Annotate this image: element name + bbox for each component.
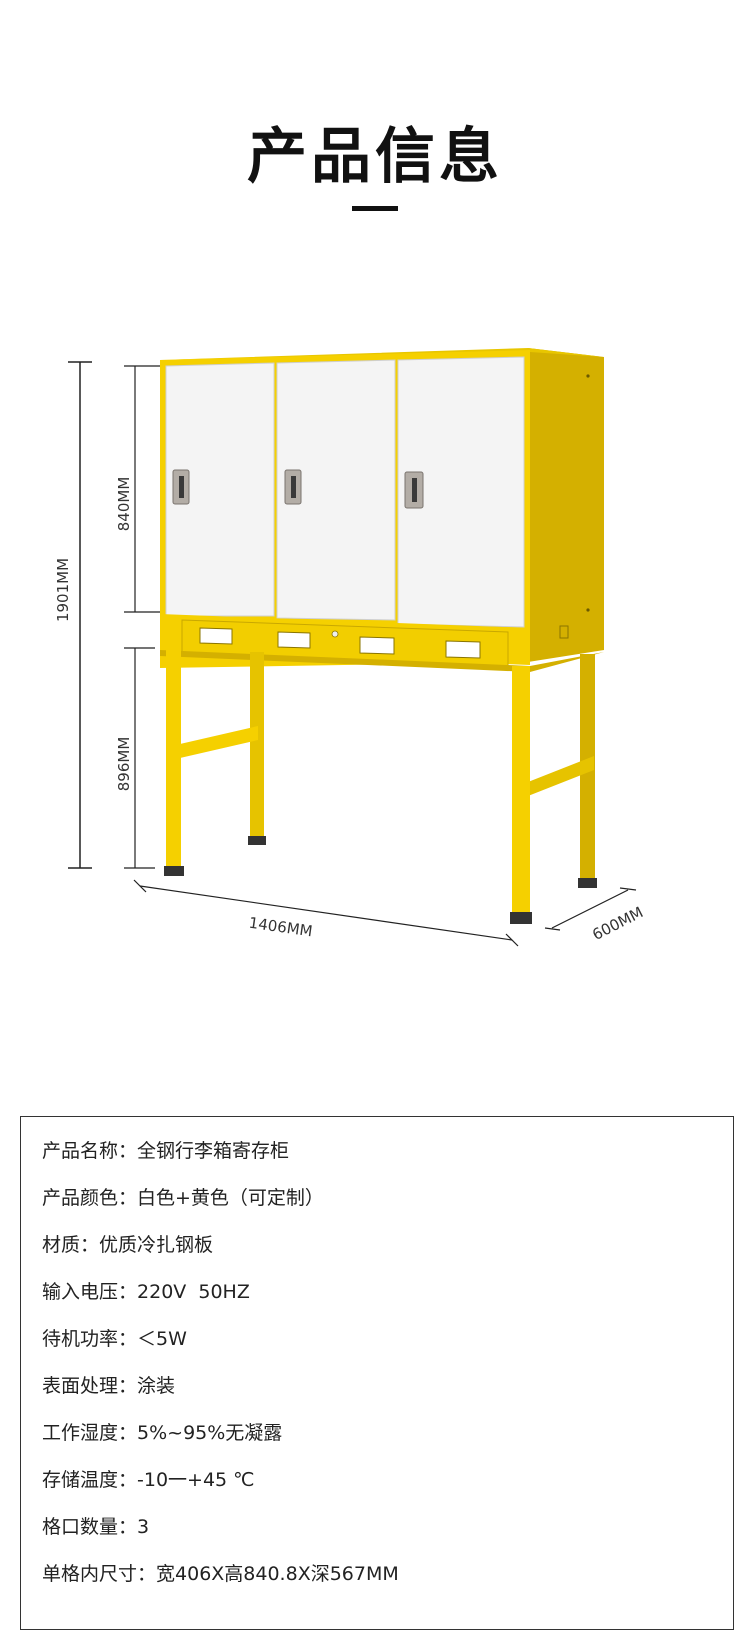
spec-label: 表面处理：: [42, 1375, 138, 1397]
spec-row: 表面处理：涂装: [42, 1371, 175, 1401]
spec-label: 产品名称：: [42, 1140, 138, 1162]
spec-label: 产品颜色：: [42, 1187, 138, 1209]
handle-1: [172, 469, 190, 505]
spec-value: 涂装: [137, 1375, 176, 1397]
dim-stand-height-label: 896MM: [115, 737, 133, 792]
spec-row: 材质：优质冷扎钢板: [42, 1230, 213, 1260]
spec-label: 输入电压：: [42, 1281, 138, 1303]
title-underline: [352, 206, 398, 211]
door-2: [276, 359, 396, 621]
foot: [510, 912, 532, 924]
dim-cabinet-height: 840MM: [115, 365, 160, 613]
dim-total-height-label: 1901MM: [54, 558, 72, 622]
spec-value: 5%~95%无凝露: [137, 1422, 283, 1444]
product-figure: 1901MM 840MM 896MM: [0, 330, 750, 990]
spec-box: 产品名称：全钢行李箱寄存柜 产品颜色：白色+黄色（可定制） 材质：优质冷扎钢板 …: [20, 1116, 734, 1630]
spec-label: 材质：: [42, 1234, 100, 1256]
spec-value: 220V 50HZ: [137, 1281, 250, 1303]
dim-stand-height: 896MM: [115, 647, 155, 869]
door-3: [397, 356, 525, 628]
spec-value: 白色+黄色（可定制）: [137, 1187, 324, 1209]
cabinet-illustration: 1901MM 840MM 896MM: [54, 348, 646, 947]
leg-back-left: [250, 652, 264, 838]
dim-width-label: 1406MM: [248, 914, 314, 941]
spec-value: 宽406X高840.8X深567MM: [156, 1563, 399, 1585]
spec-row: 产品名称：全钢行李箱寄存柜: [42, 1136, 289, 1166]
lock-icon: [331, 630, 339, 638]
spec-row: 存储温度：-10一+45 ℃: [42, 1465, 255, 1495]
spec-label: 工作湿度：: [42, 1422, 138, 1444]
cabinet-side-panel: [528, 348, 604, 662]
dim-depth-label: 600MM: [589, 903, 646, 944]
spec-row: 工作湿度：5%~95%无凝露: [42, 1418, 282, 1448]
spec-row: 产品颜色：白色+黄色（可定制）: [42, 1183, 324, 1213]
spec-value: -10一+45 ℃: [137, 1469, 255, 1491]
dim-width: 1406MM: [133, 879, 519, 947]
spec-label: 格口数量：: [42, 1516, 138, 1538]
dim-cabinet-height-label: 840MM: [115, 477, 133, 532]
handle-3: [404, 471, 424, 509]
spec-row: 输入电压：220V 50HZ: [42, 1277, 250, 1307]
spec-label: 存储温度：: [42, 1469, 138, 1491]
handle-2: [284, 469, 302, 505]
foot: [578, 878, 597, 888]
leg-front-left: [166, 650, 181, 868]
page-title: 产品信息: [247, 122, 503, 192]
cabinet: [160, 348, 604, 672]
spec-row: 格口数量：3: [42, 1512, 149, 1542]
spec-row: 单格内尺寸：宽406X高840.8X深567MM: [42, 1559, 399, 1589]
foot: [164, 866, 184, 876]
spec-label: 单格内尺寸：: [42, 1563, 157, 1585]
spec-value: 全钢行李箱寄存柜: [137, 1140, 290, 1162]
leg-front-right: [512, 666, 530, 914]
dim-total-height: 1901MM: [54, 361, 92, 869]
spec-label: 待机功率：: [42, 1328, 138, 1350]
spec-row: 待机功率：＜5W: [42, 1324, 187, 1354]
spec-value: ＜5W: [137, 1328, 187, 1350]
stand: [164, 650, 597, 924]
spec-value: 优质冷扎钢板: [99, 1234, 214, 1256]
foot: [248, 836, 266, 845]
dim-depth: 600MM: [544, 887, 646, 944]
spec-value: 3: [137, 1516, 150, 1538]
door-1: [165, 362, 275, 617]
